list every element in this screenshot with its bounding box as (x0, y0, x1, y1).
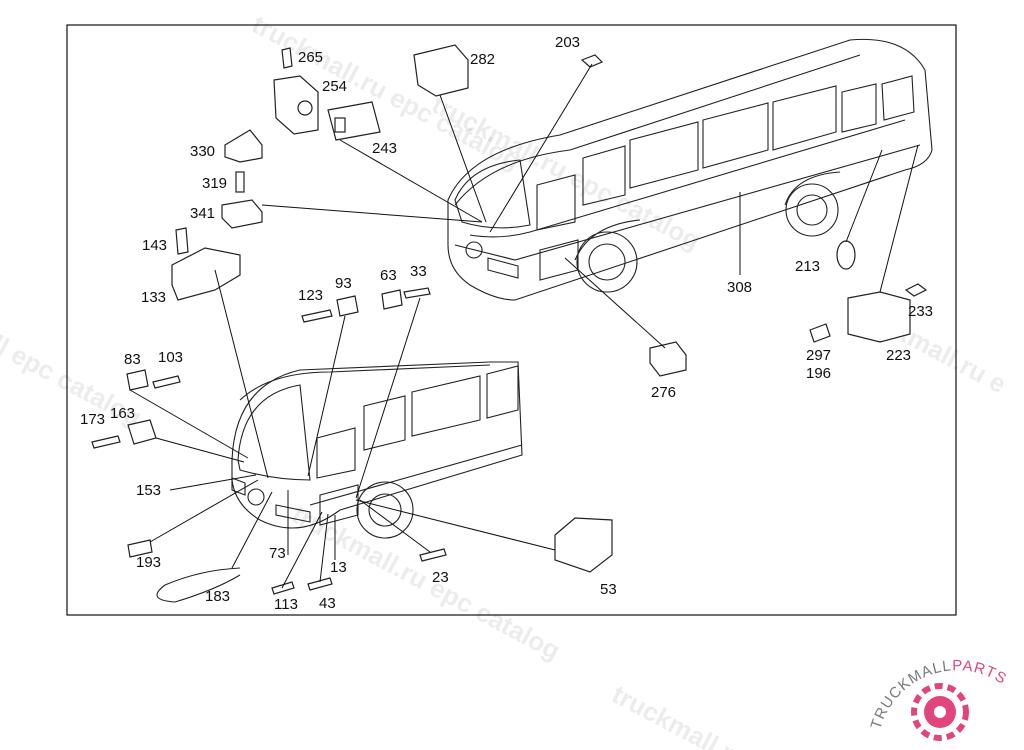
callout-103: 103 (158, 349, 183, 366)
logo-accent-text: PARTS (952, 657, 1010, 688)
callout-113: 113 (274, 596, 298, 613)
terminal-part-123 (301, 309, 333, 323)
watermark-text: truckmall.ru (607, 679, 752, 750)
screw-part-233 (904, 283, 928, 297)
callout-341: 341 (190, 205, 215, 222)
gear-icon (911, 683, 969, 741)
callout-243: 243 (372, 140, 397, 157)
terminal-part-113 (271, 581, 295, 595)
upper-bus-drawing (447, 38, 933, 301)
callout-203: 203 (555, 34, 580, 51)
callout-63: 63 (380, 267, 397, 284)
callout-163: 163 (110, 405, 135, 422)
terminal-part-43 (307, 577, 333, 591)
callout-153: 153 (136, 482, 161, 499)
connector-part-83 (126, 369, 149, 391)
bulb-part-297 (809, 323, 831, 343)
bulb-part-265 (281, 47, 293, 69)
callout-183: 183 (205, 588, 230, 605)
callout-233: 233 (908, 303, 933, 320)
diagram-frame (66, 24, 957, 616)
terminal-part-33 (403, 287, 431, 299)
callout-93: 93 (335, 275, 352, 292)
right-parts-group (649, 240, 928, 377)
pin-part-319 (235, 171, 245, 193)
callout-43: 43 (319, 595, 336, 612)
cable-tie-part-183 (156, 567, 241, 603)
callout-223: 223 (886, 347, 911, 364)
callout-133: 133 (141, 289, 166, 306)
callout-173: 173 (80, 411, 105, 428)
callout-23: 23 (432, 569, 449, 586)
lower-bus-drawing (231, 361, 523, 539)
callout-213: 213 (795, 258, 820, 275)
lamp-housing-part-223 (847, 291, 911, 343)
callout-13: 13 (330, 559, 347, 576)
callout-73: 73 (269, 545, 286, 562)
relay-part-53 (554, 517, 613, 573)
callout-330: 330 (190, 143, 215, 160)
callout-53: 53 (600, 581, 617, 598)
callout-196: 196 (806, 365, 831, 382)
leader-lines (129, 63, 919, 589)
switch-part-330 (224, 129, 263, 163)
callout-143: 143 (142, 237, 167, 254)
callout-123: 123 (298, 287, 323, 304)
callout-308: 308 (727, 279, 752, 296)
relay-part-276 (649, 341, 687, 377)
sensor-part-143 (175, 227, 189, 255)
callout-319: 319 (202, 175, 227, 192)
truckmall-parts-logo: TRUCKMALLPARTS (867, 657, 1010, 741)
watermark-group: truckmall.ru epc catalog truckmall.ru ep… (0, 9, 1011, 750)
parts-group (171, 47, 381, 301)
terminal-part-23 (419, 548, 447, 562)
callout-265: 265 (298, 49, 323, 66)
screw-part-203 (580, 54, 604, 68)
connector-part-163 (127, 419, 157, 445)
callout-labels: 265 254 243 282 203 330 319 341 143 133 … (80, 34, 933, 613)
holder-part-341 (221, 199, 263, 229)
callout-193: 193 (136, 554, 161, 571)
callout-83: 83 (124, 351, 141, 368)
connector-part-63 (381, 289, 403, 310)
callout-282: 282 (470, 51, 495, 68)
terminal-part-173 (91, 435, 121, 449)
callout-297: 297 (806, 347, 831, 364)
housing-part-254 (273, 75, 319, 135)
connector-part-93 (336, 295, 359, 317)
callout-276: 276 (651, 384, 676, 401)
connector-part-282 (413, 44, 469, 97)
callout-33: 33 (410, 263, 427, 280)
relay-base-part-133 (171, 247, 241, 301)
grommet-part-213 (836, 240, 856, 270)
sleeve-part-193 (127, 539, 153, 558)
callout-254: 254 (322, 78, 347, 95)
terminal-part-103 (152, 375, 181, 389)
middle-parts-group (91, 287, 613, 603)
